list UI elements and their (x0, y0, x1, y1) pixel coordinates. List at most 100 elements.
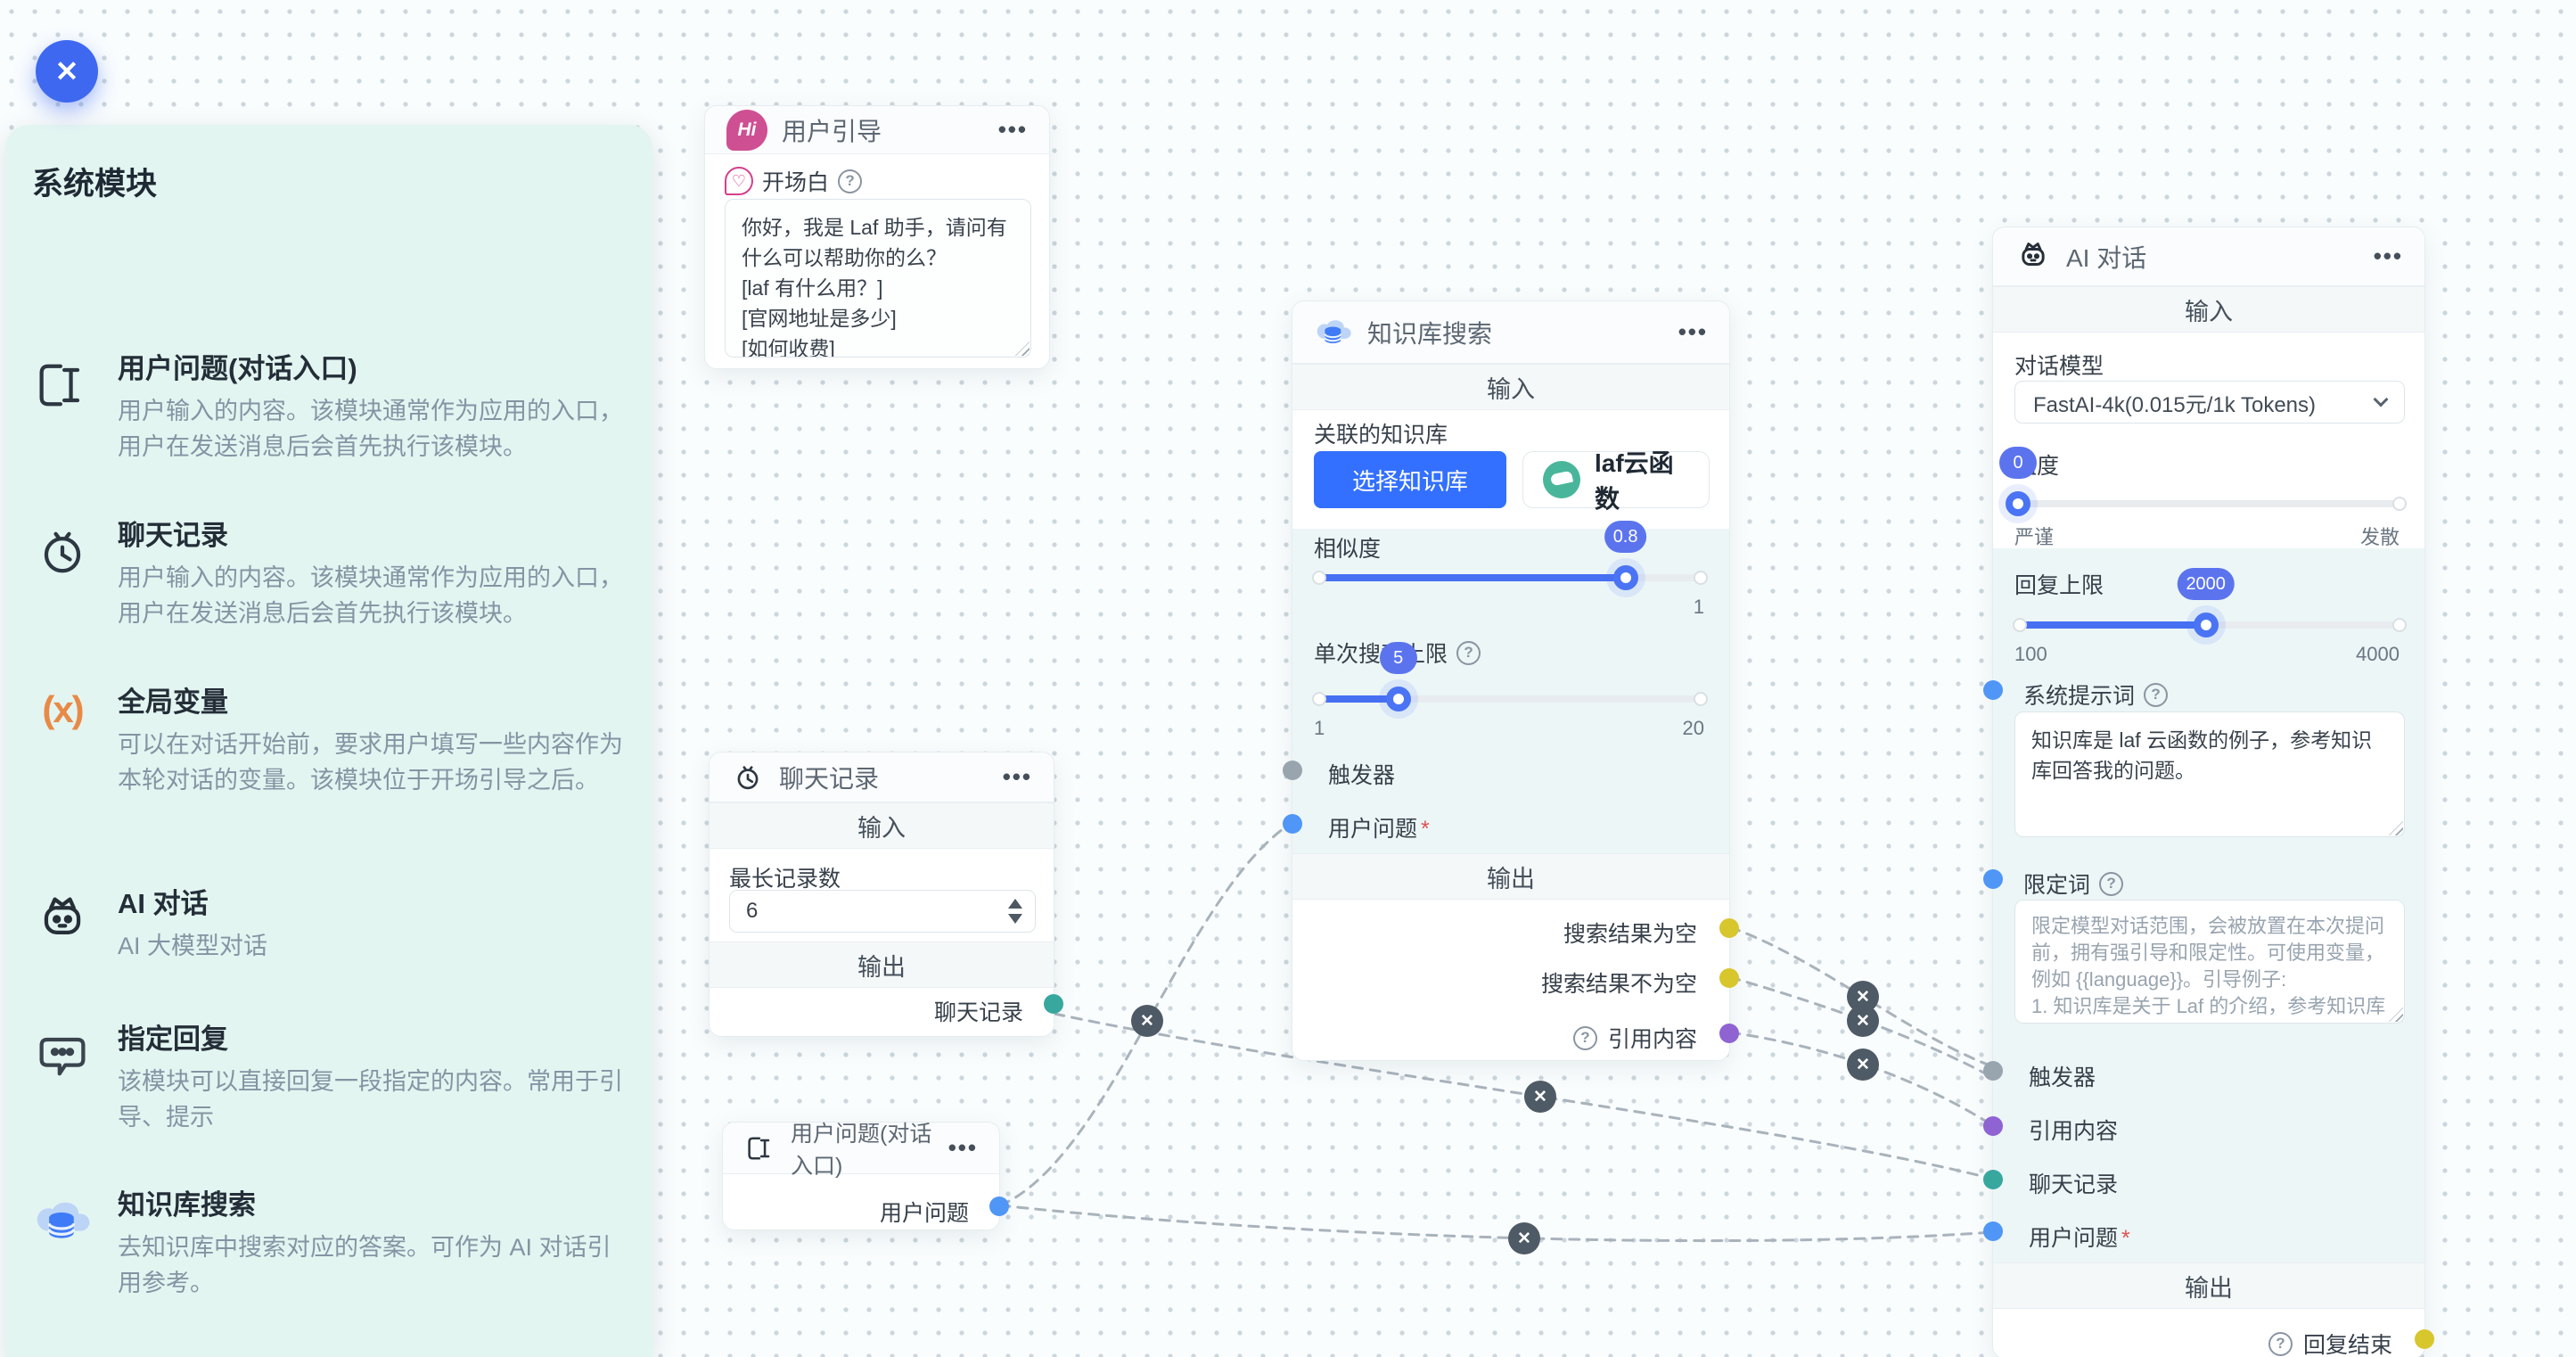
reply-limit-label: 回复上限 (2014, 573, 2104, 598)
slider-thumb[interactable]: 0 (1999, 447, 2037, 516)
node-header[interactable]: 知识库搜索 ••• (1292, 301, 1729, 364)
kb-tag[interactable]: laf云函数 (1522, 449, 1710, 513)
port-chat-history-in[interactable] (1983, 1170, 2003, 1189)
module-sidebar: 系统模块 用户问题(对话入口) 用户输入的内容。该模块通常作为应用的入口，用户在… (5, 125, 652, 1357)
port-trigger-in[interactable] (1283, 761, 1302, 780)
sidebar-item-classify[interactable]: 问题分类 可以判断用户问题属于哪方面问题，从而执行不同的操作。 (32, 1349, 626, 1357)
delete-edge-icon[interactable]: ✕ (1847, 1049, 1879, 1081)
node-chat-history[interactable]: 聊天记录 ••• 输入 最长记录数 6 输出 聊天记录 (709, 752, 1063, 1037)
delete-edge-icon[interactable]: ✕ (1524, 1081, 1556, 1113)
help-icon[interactable]: ? (838, 169, 863, 193)
help-icon[interactable]: ? (2099, 871, 2124, 896)
item-title: 指定回复 (118, 1024, 228, 1055)
search-limit-slider[interactable]: 5 (1312, 642, 1708, 711)
port-limit-words-in[interactable] (1983, 869, 2003, 889)
node-header[interactable]: 用户问题(对话入口) ••• (723, 1122, 999, 1179)
node-header[interactable]: AI 对话 ••• (1993, 227, 2424, 286)
node-user-question[interactable]: 用户问题(对话入口) ••• 用户问题 (722, 1122, 1009, 1230)
item-desc: 用户输入的内容。该模块通常作为应用的入口，用户在发送消息后会首先执行该模块。 (118, 564, 623, 627)
node-user-guide[interactable]: Hi 用户引导 ••• ♡ 开场白 ? 你好，我是 Laf 助手，请问有什么可以… (704, 105, 1050, 369)
model-label: 对话模型 (2014, 354, 2104, 379)
slider-min-label: 100 (2014, 643, 2047, 665)
similarity-slider[interactable]: 0.8 (1312, 521, 1708, 590)
node-title: 聊天记录 (779, 764, 880, 793)
item-title: 全局变量 (118, 687, 228, 718)
port-trigger-in[interactable] (1983, 1061, 2003, 1081)
sidebar-item-chat-history[interactable]: 聊天记录 用户输入的内容。该模块通常作为应用的入口，用户在发送消息后会首先执行该… (32, 513, 626, 631)
input-section-header: 输入 (710, 802, 1054, 849)
more-menu-icon[interactable]: ••• (1002, 763, 1032, 790)
slider-max-label: 4000 (2356, 643, 2400, 665)
node-kb-search[interactable]: 知识库搜索 ••• 输入 关联的知识库 选择知识库 laf云函数 相似度 0.8… (1283, 300, 1739, 1061)
node-ai-chat[interactable]: AI 对话 ••• 输入 对话模型 FastAI-4k(0.015元/1k To… (1983, 226, 2434, 1357)
item-desc: 可以在对话开始前，要求用户填写一些内容作为本轮对话的变量。该模块位于开场引导之后… (118, 731, 623, 794)
welcome-label: ♡ 开场白 ? (725, 165, 863, 197)
output-section-header: 输出 (1993, 1262, 2424, 1309)
input-trigger: 触发器 (1328, 763, 1396, 788)
wire-question-to-ai (998, 1204, 1994, 1243)
sidebar-item-user-question[interactable]: 用户问题(对话入口) 用户输入的内容。该模块通常作为应用的入口，用户在发送消息后… (32, 346, 626, 465)
help-icon[interactable]: ? (1572, 1025, 1597, 1050)
welcome-textarea[interactable]: 你好，我是 Laf 助手，请问有什么可以帮助你的么？ [laf 有什么用？] [… (725, 199, 1031, 358)
port-user-question-out[interactable] (989, 1197, 1009, 1216)
wire-history-to-ai (1053, 1012, 1994, 1180)
close-panel-button[interactable]: ✕ (36, 40, 98, 103)
sidebar-item-assigned-reply[interactable]: 指定回复 该模块可以直接回复一段指定的内容。常用于引导、提示 (32, 1016, 626, 1135)
port-quote-out[interactable] (1719, 1024, 1739, 1043)
sidebar-item-global-vars[interactable]: (x) 全局变量 可以在对话开始前，要求用户填写一些内容作为本轮对话的变量。该模… (32, 679, 626, 798)
slider-value: 0.8 (1604, 521, 1647, 553)
input-user-question: 用户问题* (2029, 1226, 2130, 1251)
temperature-slider[interactable]: 0 (1999, 447, 2407, 516)
sidebar-item-ai-chat[interactable]: AI 对话 AI 大模型对话 (32, 881, 626, 964)
node-title: 知识库搜索 (1367, 319, 1493, 348)
delete-edge-icon[interactable]: ✕ (1508, 1222, 1540, 1254)
node-title: AI 对话 (2066, 243, 2147, 272)
port-search-not-empty-out[interactable] (1719, 968, 1739, 988)
slider-thumb[interactable]: 0.8 (1604, 521, 1647, 590)
more-menu-icon[interactable]: ••• (948, 1134, 978, 1161)
port-chat-history-out[interactable] (1044, 994, 1063, 1014)
limit-words-textarea[interactable] (2014, 900, 2405, 1024)
help-icon[interactable]: ? (2144, 682, 2169, 707)
port-system-prompt-in[interactable] (1983, 680, 2003, 700)
more-menu-icon[interactable]: ••• (997, 116, 1028, 143)
help-icon[interactable]: ? (1456, 640, 1481, 665)
help-icon[interactable]: ? (2268, 1331, 2293, 1356)
node-header[interactable]: 聊天记录 ••• (710, 753, 1054, 802)
clock-icon (32, 513, 93, 631)
port-quote-in[interactable] (1983, 1116, 2003, 1136)
item-title: AI 对话 (118, 888, 209, 919)
system-prompt-textarea[interactable]: 知识库是 laf 云函数的例子，参考知识库回答我的问题。 (2014, 711, 2405, 837)
slider-max-label: 发散 (2359, 526, 2400, 548)
max-records-input[interactable]: 6 (729, 890, 1036, 933)
item-desc: 该模块可以直接回复一段指定的内容。常用于引导、提示 (118, 1068, 623, 1131)
output-reply-done: ? 回复结束 (2268, 1328, 2392, 1357)
output-user-question: 用户问题 (879, 1201, 969, 1226)
port-search-empty-out[interactable] (1719, 918, 1739, 938)
slider-thumb[interactable]: 2000 (2177, 568, 2235, 637)
item-title: 问题分类 (118, 1349, 626, 1357)
sidebar-item-kb-search[interactable]: 知识库搜索 去知识库中搜索对应的答案。可作为 AI 对话引用参考。 (32, 1182, 626, 1301)
input-section-header: 输入 (1993, 286, 2424, 333)
number-stepper[interactable] (1008, 891, 1022, 932)
model-select[interactable]: FastAI-4k(0.015元/1k Tokens) (2014, 381, 2405, 424)
port-user-question-in[interactable] (1283, 814, 1302, 834)
select-kb-button[interactable]: 选择知识库 (1314, 451, 1506, 508)
reply-limit-slider[interactable]: 2000 (2013, 568, 2407, 637)
delete-edge-icon[interactable]: ✕ (1847, 1005, 1879, 1037)
port-reply-done-out[interactable] (2415, 1329, 2434, 1349)
item-desc: 用户输入的内容。该模块通常作为应用的入口，用户在发送消息后会首先执行该模块。 (118, 398, 623, 460)
more-menu-icon[interactable]: ••• (1678, 318, 1708, 345)
port-user-question-in[interactable] (1983, 1221, 2003, 1241)
output-search-not-empty: 搜索结果不为空 (1540, 972, 1697, 997)
delete-edge-icon[interactable]: ✕ (1131, 1005, 1163, 1037)
item-desc: 去知识库中搜索对应的答案。可作为 AI 对话引用参考。 (118, 1234, 611, 1296)
node-header[interactable]: Hi 用户引导 ••• (705, 106, 1049, 154)
slider-value: 0 (1999, 447, 2037, 479)
slider-thumb[interactable]: 5 (1379, 642, 1417, 711)
input-chat-history: 聊天记录 (2029, 1172, 2119, 1197)
output-section-header: 输出 (1292, 853, 1729, 900)
item-desc: AI 大模型对话 (118, 933, 268, 959)
lightbulb-icon (32, 1349, 93, 1357)
more-menu-icon[interactable]: ••• (2373, 243, 2403, 269)
